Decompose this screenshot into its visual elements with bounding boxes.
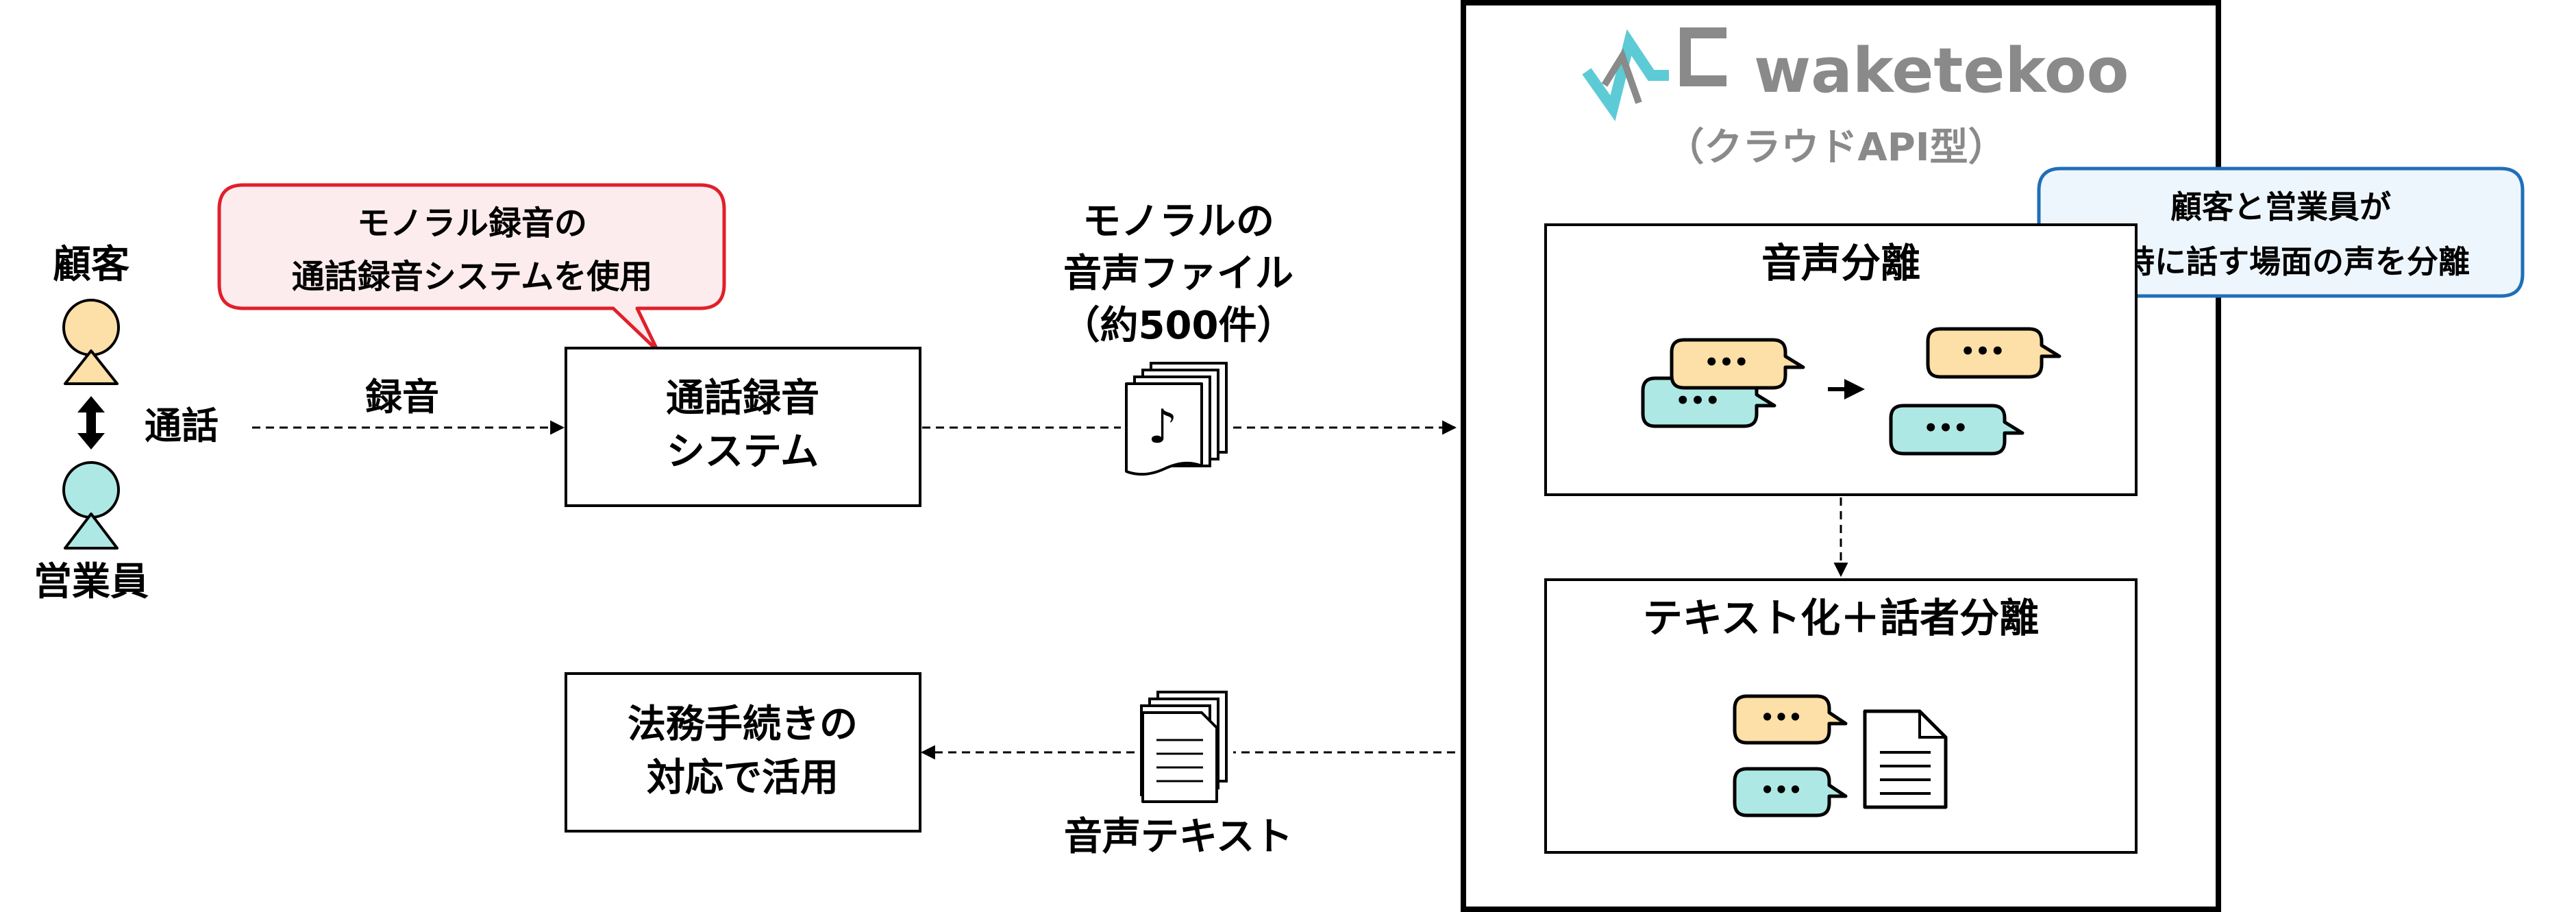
blue-callout-line-1: 顧客と営業員が: [2170, 188, 2391, 225]
transcription-box: テキスト化＋話者分離 ••• •••: [1544, 578, 2138, 854]
logo-wave-icon: [1582, 27, 1726, 121]
audio-text-label: 音声テキスト: [1064, 815, 1293, 859]
voice-separation-box: 音声分離 ••• ••• ••• •••: [1544, 223, 2138, 496]
legal-use-box: 法務手続きの 対応で活用: [565, 672, 921, 833]
bubble-dots: •••: [1923, 415, 1968, 442]
mono-file-line-1: モノラルの: [1082, 199, 1274, 244]
recording-system-line-1: 通話録音: [666, 376, 819, 421]
audio-file-stack-icon: ♪: [1125, 362, 1228, 476]
logo-wordmark: waketekoo: [1754, 35, 2129, 107]
overlapping-speech-bubbles-icon: ••• •••: [1641, 338, 1805, 428]
recording-system-line-2: システム: [667, 430, 819, 474]
blue-callout-line-2: 同時に話す場面の声を分離: [2092, 243, 2470, 280]
sales-icon: [62, 461, 120, 550]
mono-file-line-3: （約500件）: [1062, 304, 1296, 348]
voice-separation-title: 音声分離: [1761, 240, 1920, 286]
red-callout-line-2: 通話録音システムを使用: [292, 258, 653, 296]
bubble-dots: •••: [1704, 349, 1748, 376]
separated-speech-bubbles-icon: ••• •••: [1889, 327, 2061, 456]
mono-file-line-2: 音声ファイル: [1063, 251, 1293, 296]
red-callout-line-1: モノラル録音の: [357, 204, 587, 243]
customer-icon: [62, 299, 120, 385]
red-callout: モノラル録音の 通話録音システムを使用: [217, 183, 726, 353]
record-label: 録音: [365, 375, 439, 419]
bubble-dots: •••: [1760, 777, 1802, 803]
bubble-dots: •••: [1960, 338, 2005, 365]
double-arrow-icon: [77, 396, 105, 449]
legal-box-line-2: 対応で活用: [647, 756, 839, 800]
legal-box-line-1: 法務手続きの: [628, 702, 858, 747]
music-note-glyph: ♪: [1148, 400, 1177, 454]
cloud-subtitle: （クラウドAPI型）: [1665, 125, 2006, 170]
sales-person: 営業員: [34, 461, 149, 604]
transcription-title: テキスト化＋話者分離: [1643, 595, 2039, 641]
customer-person: 顧客: [53, 243, 129, 385]
transcribed-speech-bubbles-icon: ••• •••: [1733, 694, 1848, 817]
mono-file-group: モノラルの 音声ファイル （約500件） ♪: [1062, 199, 1296, 476]
customer-label: 顧客: [53, 243, 129, 287]
text-document-stack-icon: [1140, 691, 1228, 803]
document-icon: [1863, 709, 1948, 809]
bubble-dots: •••: [1675, 387, 1720, 415]
call-label: 通話: [145, 404, 219, 447]
waketekoo-logo: waketekoo: [1582, 27, 2129, 121]
sales-label: 営業員: [34, 560, 149, 604]
recording-system-box: 通話録音 システム: [565, 347, 921, 507]
bubble-dots: •••: [1760, 704, 1802, 730]
